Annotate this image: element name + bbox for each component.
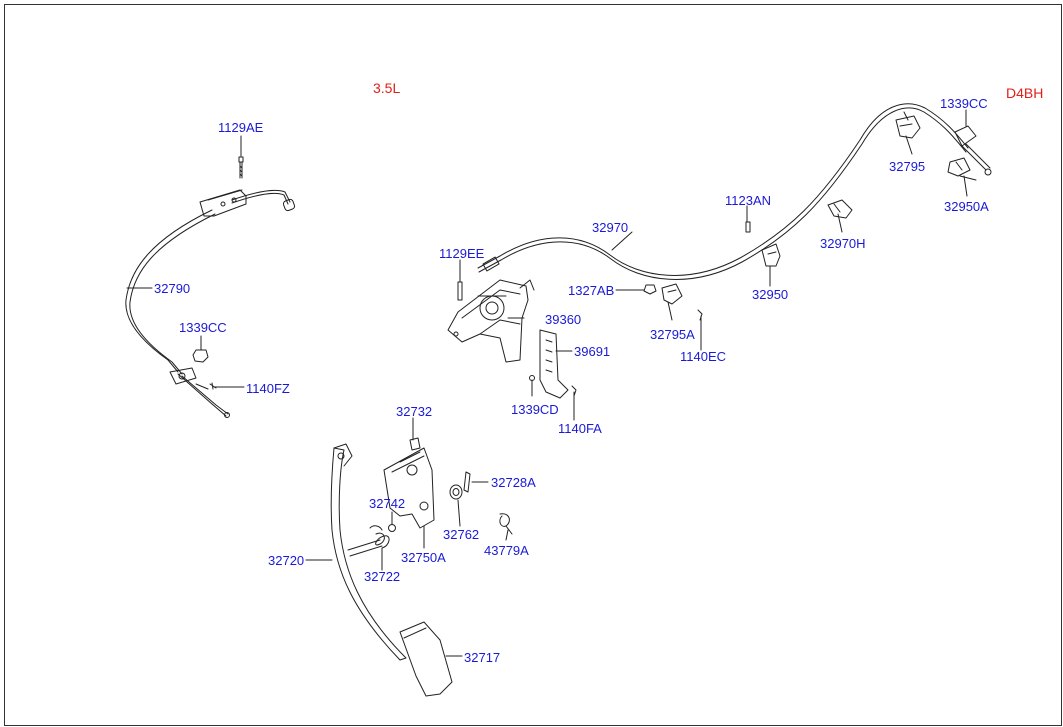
- bracket-32950A: [947, 157, 977, 181]
- part-label-32728A[interactable]: 32728A: [491, 475, 536, 490]
- part-label-1123AN[interactable]: 1123AN: [725, 193, 772, 208]
- part-label-32795[interactable]: 32795: [889, 159, 926, 174]
- cable-32790: [125, 189, 291, 417]
- part-label-39360[interactable]: 39360: [545, 312, 582, 327]
- bracket-upper-left: [199, 189, 296, 217]
- diagram-frame: [4, 4, 1062, 726]
- nut-1339CC-left: [192, 349, 209, 363]
- part-label-32717[interactable]: 32717: [464, 650, 501, 665]
- washer-32742: [388, 524, 396, 532]
- bolt-1129EE: [457, 281, 463, 301]
- pedal-arm-32720: [330, 443, 407, 661]
- part-label-32950A[interactable]: 32950A: [944, 199, 989, 214]
- engine-label: 3.5L: [373, 80, 401, 96]
- bushing-32732: [409, 437, 421, 451]
- part-label-32722[interactable]: 32722: [364, 569, 401, 584]
- part-label-43779A[interactable]: 43779A: [484, 543, 529, 558]
- engine-code-label: D4BH: [1006, 85, 1044, 101]
- part-label-32795A[interactable]: 32795A: [650, 327, 695, 342]
- part-label-1339CC-left[interactable]: 1339CC: [179, 320, 227, 335]
- bracket-32750A: [383, 447, 435, 529]
- cable-end-left: [169, 367, 230, 418]
- part-label-32742[interactable]: 32742: [369, 496, 406, 511]
- spring-32722: [369, 525, 390, 549]
- part-label-32732[interactable]: 32732: [396, 404, 433, 419]
- part-label-1140FZ[interactable]: 1140FZ: [246, 381, 290, 396]
- nut-1327AB: [643, 284, 657, 295]
- pin-32728A: [463, 471, 471, 493]
- bracket-39360: [447, 279, 535, 363]
- bolt-1129AE: [238, 156, 244, 179]
- part-label-1140EC[interactable]: 1140EC: [680, 349, 727, 364]
- clip-32795: [895, 111, 921, 139]
- part-label-1339CC-right[interactable]: 1339CC: [940, 96, 988, 111]
- part-label-32970H[interactable]: 32970H: [820, 236, 866, 251]
- clip-32795A: [661, 283, 683, 305]
- part-label-32950[interactable]: 32950: [752, 287, 789, 302]
- part-label-32720[interactable]: 32720: [268, 553, 305, 568]
- clip-43779A: [499, 513, 513, 535]
- pedal-pad-32717: [399, 621, 453, 697]
- part-label-32970[interactable]: 32970: [592, 220, 629, 235]
- clip-32950: [761, 243, 781, 267]
- part-label-1129AE[interactable]: 1129AE: [218, 120, 264, 135]
- bushing-32762: [449, 484, 463, 500]
- bolt-1123AN: [745, 221, 751, 233]
- part-label-1327AB[interactable]: 1327AB: [568, 283, 615, 298]
- clip-32970H: [827, 199, 853, 219]
- plate-39691: [539, 329, 569, 399]
- part-label-32790[interactable]: 32790: [154, 281, 191, 296]
- cable-32970: [477, 103, 969, 280]
- part-label-1339CD[interactable]: 1339CD: [511, 402, 559, 417]
- part-label-32750A[interactable]: 32750A: [401, 550, 446, 565]
- leader-lines: [126, 109, 968, 657]
- part-label-1140FA[interactable]: 1140FA: [558, 421, 602, 436]
- part-label-39691[interactable]: 39691: [574, 344, 611, 359]
- screw-1140FA: [571, 385, 577, 397]
- part-label-32762[interactable]: 32762: [443, 527, 480, 542]
- part-label-1129EE[interactable]: 1129EE: [439, 246, 485, 261]
- cable-end-right: [954, 125, 992, 176]
